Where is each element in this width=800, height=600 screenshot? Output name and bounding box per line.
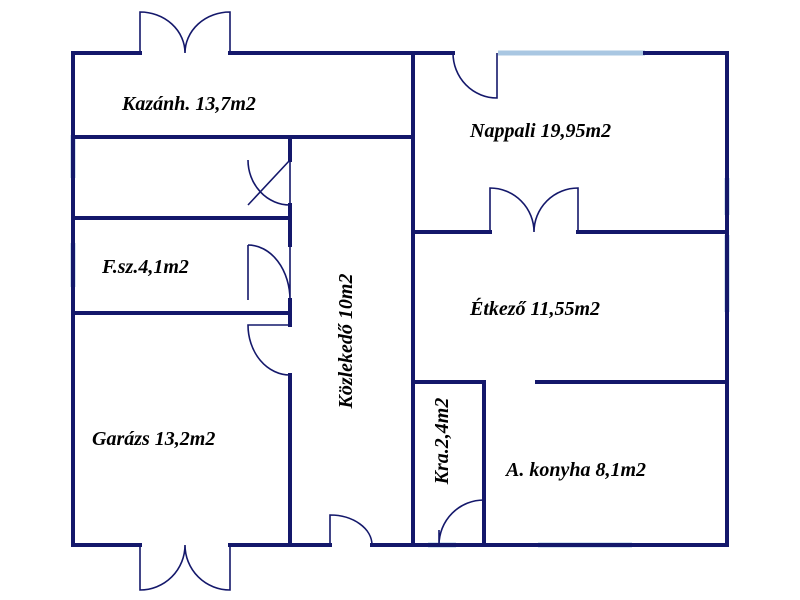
door-top-kazanh [139, 11, 231, 54]
room-label-garazs: Garázs 13,2m2 [92, 428, 215, 450]
door-kra [438, 499, 485, 546]
doors [139, 11, 579, 591]
room-label-kazanh: Kazánh. 13,7m2 [121, 93, 256, 115]
door-corridor-kazanh [247, 159, 291, 206]
room-label-konyha: A. konyha 8,1m2 [504, 459, 646, 481]
room-label-fsz: F.sz.4,1m2 [101, 256, 189, 278]
door-nappali-etkezo [489, 187, 579, 233]
room-labels: Kazánh. 13,7m2 Nappali 19,95m2 F.sz.4,1m… [92, 93, 646, 485]
room-label-etkezo: Étkező 11,55m2 [469, 297, 600, 320]
door-nappali-top [452, 52, 498, 99]
door-bottom-corridor [329, 514, 373, 546]
door-bottom-garazs [139, 544, 231, 591]
door-corridor-garazs [247, 324, 291, 376]
walls [71, 51, 729, 547]
room-label-kozlekedo: Közlekedő 10m2 [335, 274, 357, 410]
door-corridor-fsz [247, 244, 291, 301]
room-label-kra: Kra.2,4m2 [431, 398, 453, 486]
room-label-nappali: Nappali 19,95m2 [469, 120, 611, 142]
